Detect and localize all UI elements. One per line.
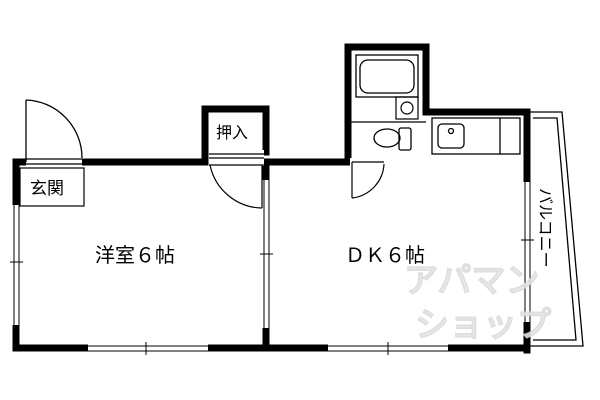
closet-door	[209, 150, 264, 209]
svg-text:ショップ: ショップ	[415, 305, 551, 345]
bathtub-icon	[355, 54, 419, 98]
closet-label: 押入	[216, 123, 248, 142]
kitchen-counter	[431, 117, 521, 155]
svg-text:アパマン: アパマン	[404, 261, 539, 301]
entrance-area	[19, 167, 85, 207]
entrance-door	[25, 99, 83, 167]
watermark-logo: アパマン ショップ	[404, 261, 552, 346]
dk-label: ＤＫ６帖	[345, 243, 425, 267]
windows	[10, 180, 534, 355]
balcony	[527, 111, 584, 347]
entrance-label: 玄関	[30, 179, 64, 199]
bathroom-door	[350, 158, 386, 199]
sink-basin-icon	[400, 101, 414, 115]
western-room-label: 洋室６帖	[95, 243, 175, 267]
toilet-icon	[373, 127, 412, 151]
sink-icon	[395, 96, 419, 120]
balcony-label: バルコニー	[536, 188, 555, 268]
